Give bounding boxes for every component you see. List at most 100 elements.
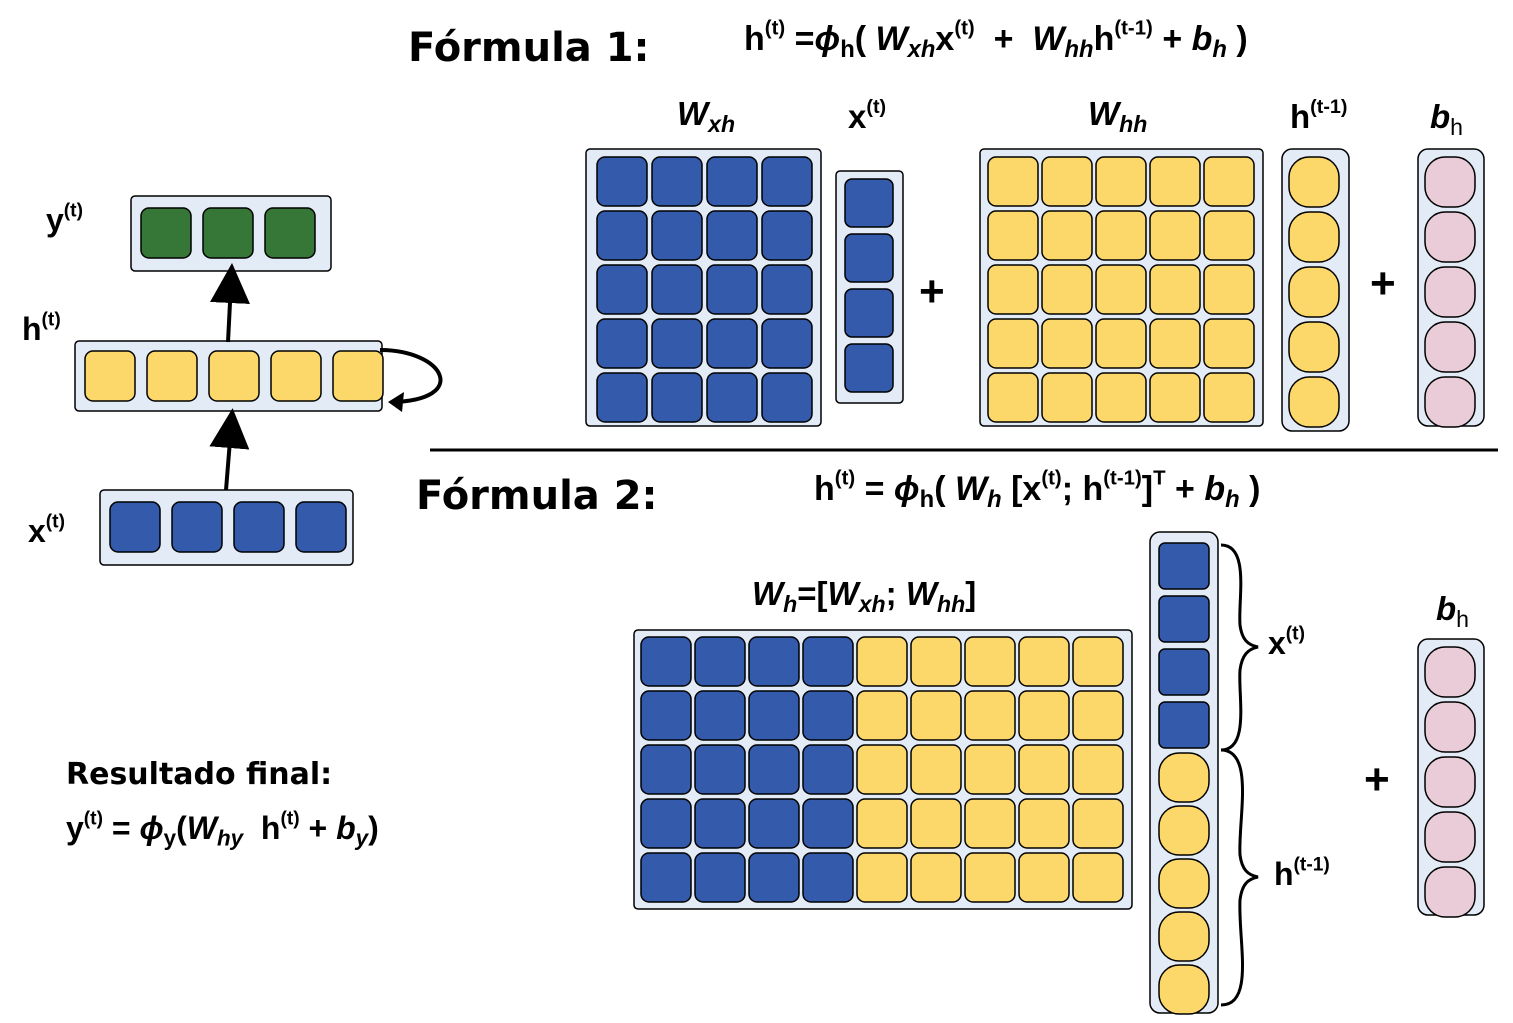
label-x-t-left: x(t) <box>28 511 65 549</box>
concat-cell <box>1158 648 1210 696</box>
h-prev-column-cell <box>1288 376 1340 428</box>
wh-matrix-cell <box>910 744 962 795</box>
whh-matrix-cell <box>1095 210 1147 261</box>
wxh-matrix-cell <box>651 210 703 261</box>
whh-matrix-cell <box>1203 372 1255 423</box>
h-prev-column-cell <box>1288 266 1340 318</box>
concat-cell <box>1158 752 1210 803</box>
wh-matrix-cell <box>1072 636 1124 687</box>
formula1-title: Fórmula 1: <box>408 25 650 71</box>
wh-matrix-cell <box>802 852 854 903</box>
h-vector-cell <box>332 350 384 402</box>
whh-matrix-cell <box>1041 264 1093 315</box>
plus-sign-2: + <box>1370 259 1396 308</box>
wh-matrix-cell <box>964 636 1016 687</box>
wh-matrix-cell <box>856 798 908 849</box>
bh-column-1-cell <box>1424 156 1476 208</box>
wh-matrix-cell <box>1072 798 1124 849</box>
wh-matrix-cell <box>964 744 1016 795</box>
wxh-matrix-cell <box>761 372 813 423</box>
h-prev-column-cell <box>1288 321 1340 373</box>
wh-matrix-cell <box>1018 798 1070 849</box>
label-whh: Whh <box>1088 95 1148 137</box>
wh-matrix-cell <box>964 798 1016 849</box>
x-column-cell <box>844 288 894 338</box>
wxh-matrix-cell <box>706 210 758 261</box>
formula1-equation: h(t) =ϕh( Wxhx(t) + Whhh(t-1) + bh ) <box>744 17 1248 64</box>
label-bh-1: bh <box>1430 98 1464 140</box>
bh-column-2-cell <box>1424 866 1476 918</box>
wh-matrix-cell <box>640 798 692 849</box>
whh-matrix-cell <box>1149 210 1201 261</box>
label-brace-h: h(t-1) <box>1274 854 1330 892</box>
whh-matrix-cell <box>987 372 1039 423</box>
wh-matrix-cell <box>802 690 854 741</box>
wh-matrix-cell <box>910 852 962 903</box>
label-bh-2: bh <box>1436 590 1470 632</box>
label-h-t: h(t) <box>22 309 61 347</box>
x-column-cell <box>844 343 894 393</box>
x-column-cell <box>844 178 894 228</box>
plus-sign-3: + <box>1364 755 1390 804</box>
wh-matrix-cell <box>694 744 746 795</box>
bh-column-2-cell <box>1424 646 1476 698</box>
wxh-matrix-cell <box>761 156 813 207</box>
whh-matrix-cell <box>1095 156 1147 207</box>
formula2-equation: h(t) = ϕh( Wh [x(t); h(t-1)]T + bh ) <box>814 467 1261 514</box>
x-vector-cell <box>233 501 285 553</box>
wxh-matrix-cell <box>596 156 648 207</box>
y-vector-cell <box>140 207 192 259</box>
wh-matrix-cell <box>910 798 962 849</box>
wxh-matrix-cell <box>651 264 703 315</box>
bh-column-2-cell <box>1424 811 1476 863</box>
wh-matrix-cell <box>640 690 692 741</box>
wh-matrix-cell <box>694 852 746 903</box>
label-y-t: y(t) <box>46 200 83 238</box>
wh-matrix-cell <box>802 744 854 795</box>
whh-matrix-cell <box>1203 210 1255 261</box>
wxh-matrix-cell <box>596 264 648 315</box>
brace-x <box>1220 543 1259 752</box>
concat-cell <box>1158 595 1210 643</box>
whh-matrix-cell <box>1149 156 1201 207</box>
wh-matrix-cell <box>748 636 800 687</box>
wh-matrix-cell <box>1072 690 1124 741</box>
concat-cell <box>1158 805 1210 856</box>
wh-matrix-cell <box>910 636 962 687</box>
wh-matrix-cell <box>856 690 908 741</box>
bh-column-1-cell <box>1424 321 1476 373</box>
h-vector-cell <box>208 350 260 402</box>
wh-matrix-cell <box>1018 744 1070 795</box>
wxh-matrix-cell <box>651 156 703 207</box>
whh-matrix-cell <box>1149 372 1201 423</box>
whh-matrix-cell <box>1203 156 1255 207</box>
wh-matrix-cell <box>964 852 1016 903</box>
wh-matrix-cell <box>1018 690 1070 741</box>
x-column-cell <box>844 233 894 283</box>
arrow-x-to-h <box>209 408 250 491</box>
wh-matrix-cell <box>748 744 800 795</box>
wxh-matrix-cell <box>651 372 703 423</box>
result-equation: y(t) = ϕy(Why h(t) + by) <box>66 808 379 851</box>
wh-matrix-cell <box>802 798 854 849</box>
whh-matrix-cell <box>1041 318 1093 369</box>
wxh-matrix-cell <box>706 372 758 423</box>
result-title: Resultado final: <box>66 757 333 792</box>
whh-matrix-cell <box>1203 264 1255 315</box>
whh-matrix-cell <box>1149 264 1201 315</box>
label-wxh: Wxh <box>677 95 736 137</box>
wh-matrix-cell <box>748 690 800 741</box>
wxh-matrix-cell <box>596 210 648 261</box>
wh-matrix-cell <box>748 798 800 849</box>
wh-matrix-cell <box>694 798 746 849</box>
wh-matrix-cell <box>1072 744 1124 795</box>
whh-matrix-cell <box>1203 318 1255 369</box>
wh-matrix-cell <box>856 744 908 795</box>
wxh-matrix-cell <box>761 264 813 315</box>
wh-matrix-cell <box>856 852 908 903</box>
y-vector-cell <box>202 207 254 259</box>
formula2-title: Fórmula 2: <box>416 473 658 519</box>
label-wh-definition: Wh=[Wxh; Whh] <box>752 575 977 617</box>
wh-matrix-cell <box>694 636 746 687</box>
